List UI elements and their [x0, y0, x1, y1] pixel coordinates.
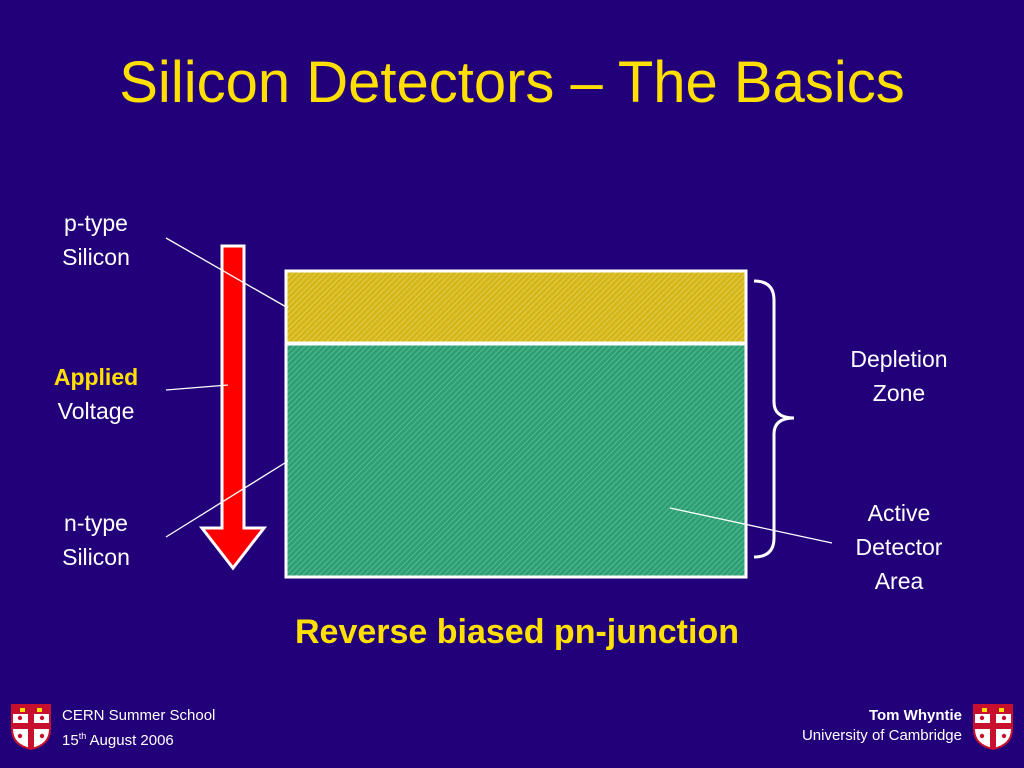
- p-type-silicon-label: p-type Silicon: [62, 210, 130, 270]
- footer-author-info: Tom Whyntie University of Cambridge: [801, 707, 962, 744]
- slide-title: Silicon Detectors – The Basics: [119, 50, 905, 115]
- n-type-silicon-label: n-type Silicon: [62, 510, 130, 570]
- active-area-pointer-line: [669, 507, 833, 544]
- footer-event-info: CERN Summer School 15th August 2006: [62, 707, 216, 749]
- n-type-pointer-line: [165, 460, 289, 538]
- n-type-layer: [284, 342, 748, 579]
- university-crest-icon: [973, 704, 1013, 751]
- p-type-pointer-line: [165, 237, 289, 309]
- university-crest-icon: [11, 704, 51, 751]
- p-type-layer: [284, 269, 748, 345]
- applied-voltage-arrow: [198, 244, 268, 571]
- slide-subtitle: Reverse biased pn-junction: [295, 613, 739, 651]
- depletion-zone-brace: [753, 279, 795, 559]
- applied-voltage-pointer-line: [165, 384, 229, 391]
- active-detector-area-label: Active Detector Area: [855, 500, 943, 594]
- applied-voltage-label: Applied Voltage: [53, 364, 139, 424]
- depletion-zone-label: Depletion Zone: [850, 346, 948, 406]
